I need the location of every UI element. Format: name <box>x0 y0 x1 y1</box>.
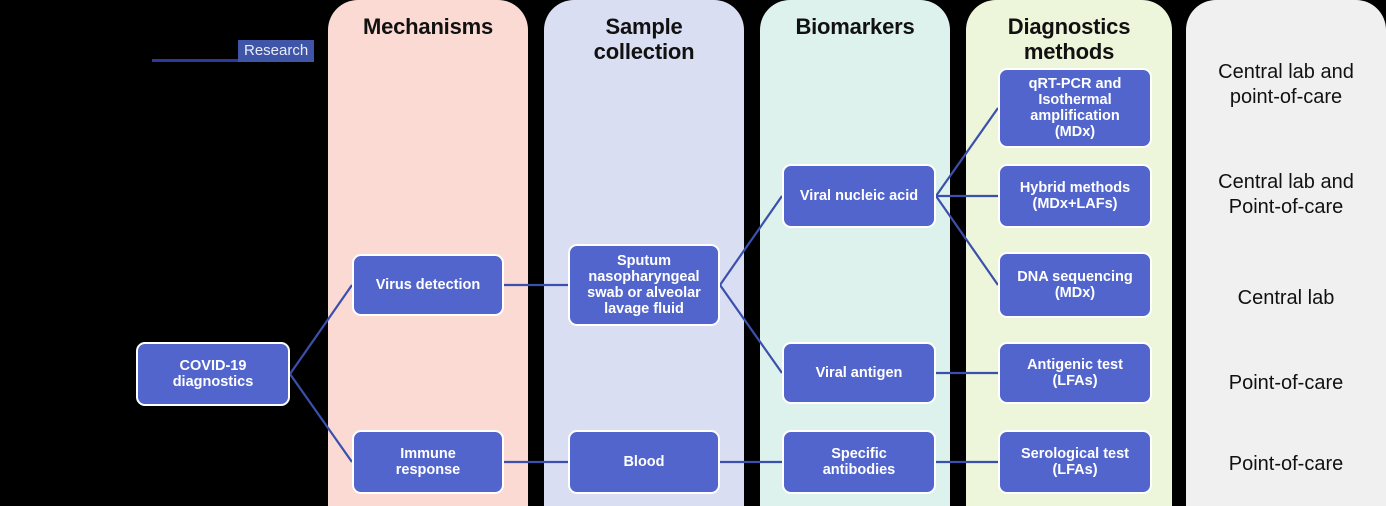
node-dna-sequencing[interactable]: DNA sequencing(MDx) <box>998 252 1152 318</box>
panel-setting <box>1186 0 1386 506</box>
node-antigenic-test[interactable]: Antigenic test(LFAs) <box>998 342 1152 404</box>
node-viral-antigen[interactable]: Viral antigen <box>782 342 936 404</box>
setting-label-serological: Point-of-care <box>1228 453 1344 475</box>
setting-label-antigenic: Point-of-care <box>1228 372 1344 394</box>
panel-title-mechanisms: Mechanisms <box>362 14 494 39</box>
node-virus-detection[interactable]: Virus detection <box>352 254 504 316</box>
panel-title-biomarkers: Biomarkers <box>795 14 915 39</box>
node-viral-nucleic-acid[interactable]: Viral nucleic acid <box>782 164 936 228</box>
node-blood[interactable]: Blood <box>568 430 720 494</box>
node-hybrid-methods[interactable]: Hybrid methods(MDx+LAFs) <box>998 164 1152 228</box>
panel-mechanisms: Mechanisms <box>328 0 528 506</box>
legend-label-research: Research <box>238 40 315 62</box>
panel-biomarkers: Biomarkers <box>760 0 950 506</box>
legend-line-research <box>152 59 238 62</box>
node-serological-test[interactable]: Serological test(LFAs) <box>998 430 1152 494</box>
setting-label-dna-sequencing: Central lab <box>1237 287 1335 309</box>
